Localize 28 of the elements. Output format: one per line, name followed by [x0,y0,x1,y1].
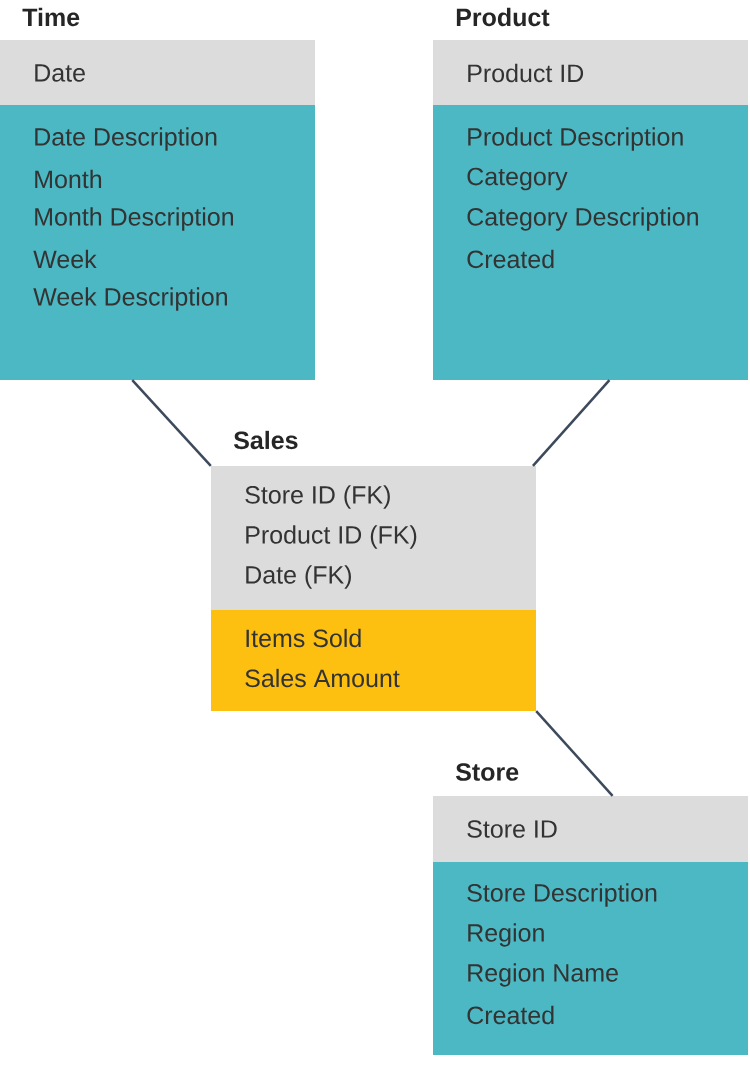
table-title: Product [456,7,550,27]
attribute-field: Region [468,923,544,947]
attribute-field: Week [33,249,97,269]
key-field: Store ID [467,820,557,838]
connector-line [131,379,212,467]
attribute-field: Product Description [468,127,683,151]
table-title: Store [455,763,519,781]
table-title: Sales [233,430,298,450]
attribute-field: Region Name [468,963,618,987]
attribute-field: Items Sold [246,628,361,648]
key-field: Product ID (FK) [246,525,417,549]
connector-line [532,379,611,467]
attribute-field: Created [467,1005,554,1025]
connector-line [535,710,614,797]
attribute-field: Week Description [33,287,227,311]
attribute-field: Category Description [467,207,698,231]
key-field: Store ID (FK) [245,485,390,509]
key-field: Date (FK) [246,565,351,589]
attribute-field: Date Description [35,127,217,151]
attribute-field: Month Description [35,207,233,231]
attribute-field: Category [467,167,568,191]
attribute-field: Month [35,169,102,189]
attribute-field: Sales Amount [245,668,400,688]
attribute-field: Store Description [467,883,657,907]
attribute-field: Created [467,249,554,269]
key-field: Date [35,64,85,82]
key-field: Product ID [468,63,584,83]
table-title: Time [22,7,80,27]
